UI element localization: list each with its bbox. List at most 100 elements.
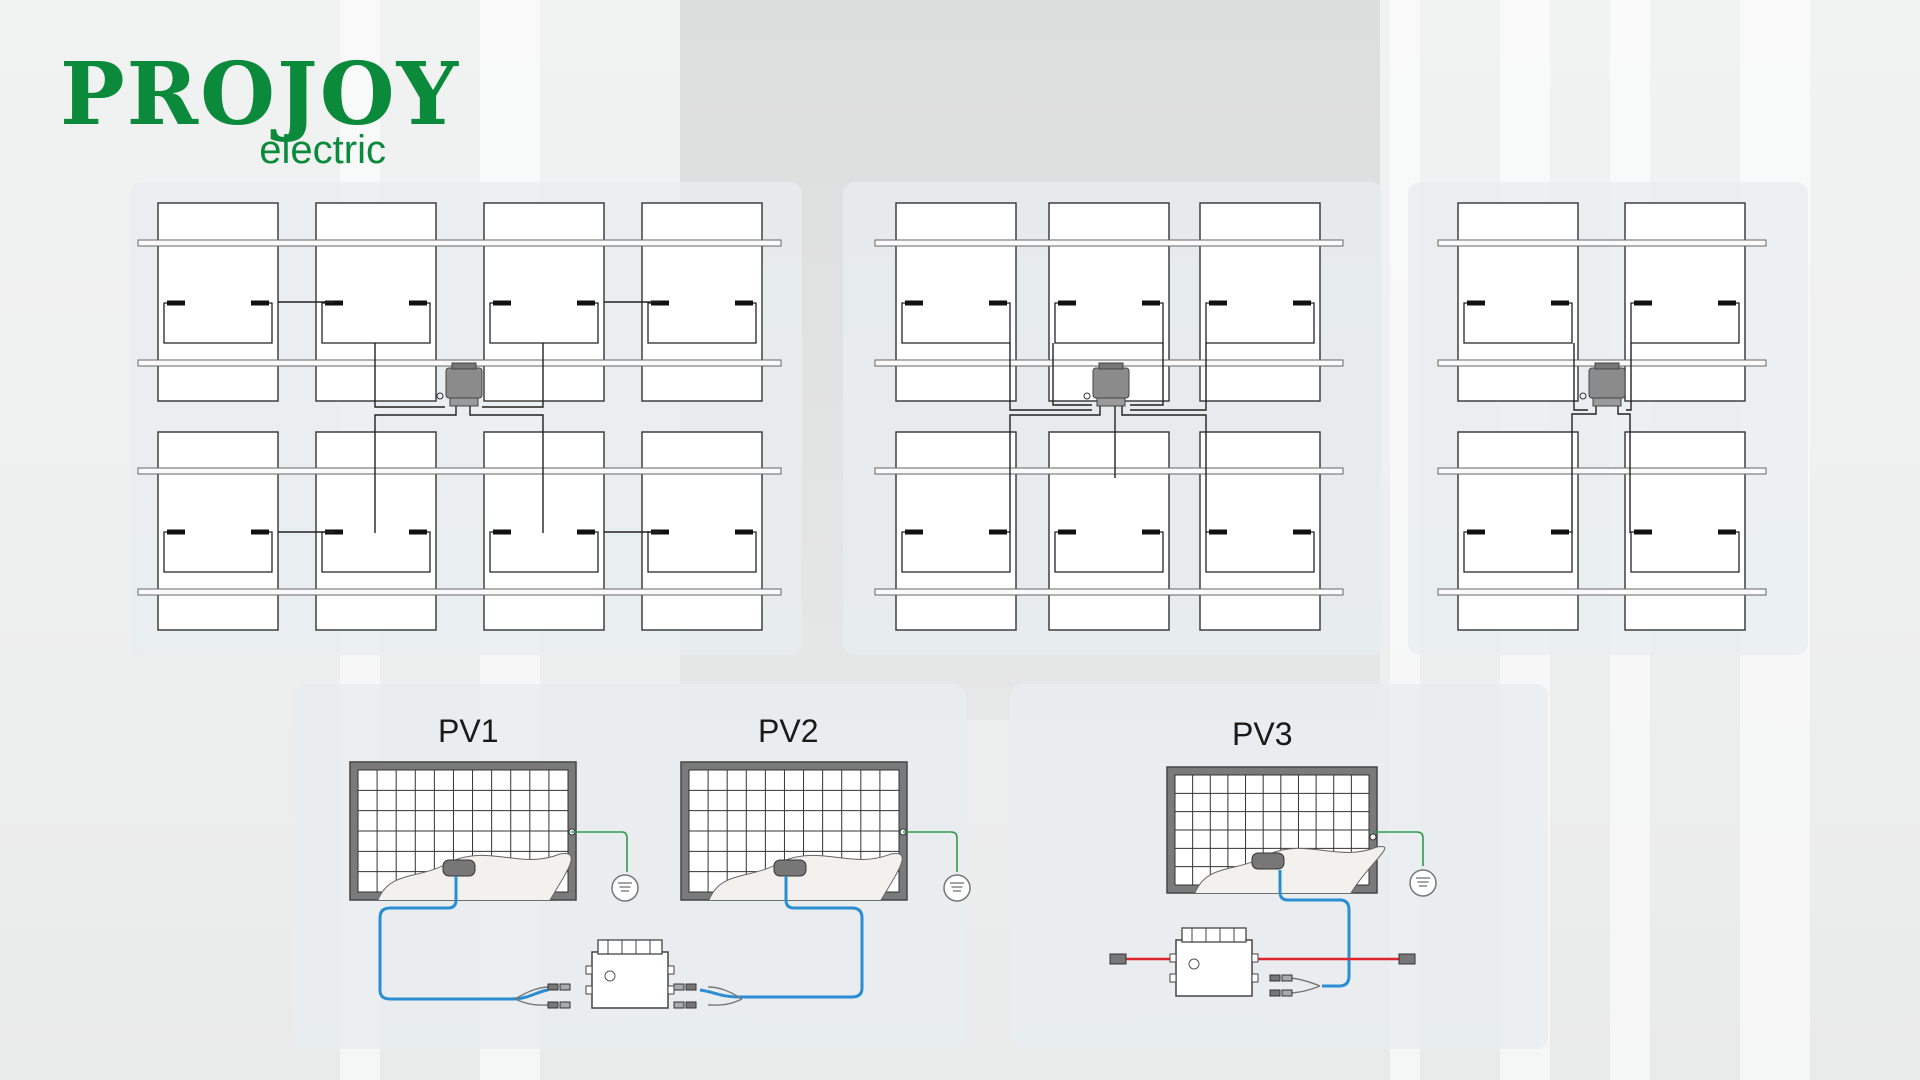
inverter-port — [667, 965, 675, 975]
junction-box-icon — [1251, 852, 1285, 870]
pv3-label: PV3 — [1232, 716, 1293, 752]
inverter-port — [585, 985, 593, 995]
microinverter-icon — [1175, 939, 1253, 997]
trunk-wire — [1121, 406, 1207, 533]
pv3-panel — [1166, 766, 1385, 894]
panel-backsheet — [708, 853, 903, 901]
connector-icon — [493, 529, 511, 535]
pv1-label: PV1 — [438, 713, 499, 749]
trunk-wire — [1130, 343, 1207, 411]
ground-symbol-icon — [611, 874, 639, 902]
trunk-wire — [482, 343, 544, 408]
ground-cable — [571, 831, 628, 872]
inverter-port — [1251, 953, 1259, 963]
module-wire — [1205, 302, 1315, 344]
mc4-connector-icon — [547, 1001, 559, 1009]
connector-icon — [1467, 529, 1485, 535]
mounting-rail — [137, 239, 782, 247]
mc4-connector-icon — [673, 983, 685, 991]
ground-lug — [436, 392, 444, 400]
ground-point — [1369, 833, 1377, 841]
connector-icon — [989, 529, 1007, 535]
connector-icon — [167, 300, 185, 306]
connector-icon — [1058, 529, 1076, 535]
inverter-port — [585, 965, 593, 975]
connector-icon — [1718, 529, 1736, 535]
layout-8-modules — [137, 202, 782, 631]
connector-icon — [905, 300, 923, 306]
pv1-panel — [349, 761, 577, 901]
module-wire — [1054, 302, 1164, 344]
inverter-port — [1169, 953, 1177, 963]
status-led — [1188, 958, 1200, 970]
ground-lug — [1579, 392, 1587, 400]
trunk-wire — [1617, 406, 1631, 533]
inverter-port — [1251, 973, 1259, 983]
status-led — [604, 970, 616, 982]
connector-icon — [577, 529, 595, 535]
ground-cable — [903, 831, 958, 872]
mounting-rail — [137, 467, 782, 475]
mc4-connector-icon — [547, 983, 559, 991]
logo-tagline: electric — [259, 128, 386, 172]
mounting-rail — [874, 239, 1344, 247]
mc4-connector-icon — [685, 1001, 697, 1009]
mounting-rail — [874, 588, 1344, 596]
connector-icon — [905, 529, 923, 535]
connector-icon — [1293, 529, 1311, 535]
connector-icon — [1634, 529, 1652, 535]
mounting-rail — [874, 467, 1344, 475]
microinverter-fin — [451, 362, 477, 370]
ac-connector-icon — [1398, 953, 1416, 965]
module-wire — [163, 531, 273, 573]
module-wire — [1630, 531, 1740, 573]
microinverter-ports — [449, 397, 479, 407]
y-branch-cable — [1287, 977, 1321, 994]
connector-icon — [1209, 300, 1227, 306]
connector-icon — [1293, 300, 1311, 306]
connector-icon — [735, 529, 753, 535]
connector-icon — [1551, 300, 1569, 306]
mc4-connector-icon — [1281, 974, 1293, 982]
connector-icon — [651, 300, 669, 306]
connector-icon — [1551, 529, 1569, 535]
inverter-port — [667, 985, 675, 995]
module-wire — [647, 302, 757, 344]
microinverter-fin — [1098, 362, 1124, 370]
layout-6-modules — [874, 202, 1344, 631]
trunk-wire — [1573, 343, 1588, 411]
trunk-wire — [374, 343, 445, 408]
connector-icon — [577, 300, 595, 306]
projoy-logo: PROJOY electric — [60, 52, 458, 172]
connector-icon — [1634, 300, 1652, 306]
mounting-rail — [1437, 588, 1767, 596]
trunk-wire — [1009, 343, 1092, 411]
junction-box-icon — [773, 859, 807, 877]
connector-icon — [167, 529, 185, 535]
mounting-rail — [137, 588, 782, 596]
logo-wordmark: PROJOY — [60, 44, 461, 145]
junction-box-icon — [442, 859, 476, 877]
y-branch-cable — [514, 986, 551, 1006]
trunk-wire — [1626, 343, 1632, 411]
mc4-connector-icon — [559, 983, 571, 991]
connector-icon — [251, 529, 269, 535]
trunk-wire — [1571, 406, 1597, 533]
module-wire — [163, 302, 273, 344]
connector-icon — [1467, 300, 1485, 306]
connector-icon — [1058, 300, 1076, 306]
dual-microinverter — [585, 939, 675, 1009]
mc4-connector-icon — [1269, 989, 1281, 997]
layout-4-modules — [1437, 202, 1767, 631]
module-wire — [321, 302, 431, 344]
y-branch-cable — [707, 986, 743, 1006]
microinverter-fin — [1594, 362, 1620, 370]
panel-backsheet — [1194, 846, 1385, 894]
single-microinverter — [1169, 927, 1259, 997]
connector-icon — [1718, 300, 1736, 306]
connector-icon — [735, 300, 753, 306]
mc4-connector-icon — [559, 1001, 571, 1009]
module-wire — [489, 531, 599, 573]
ac-connector-icon — [1109, 953, 1127, 965]
